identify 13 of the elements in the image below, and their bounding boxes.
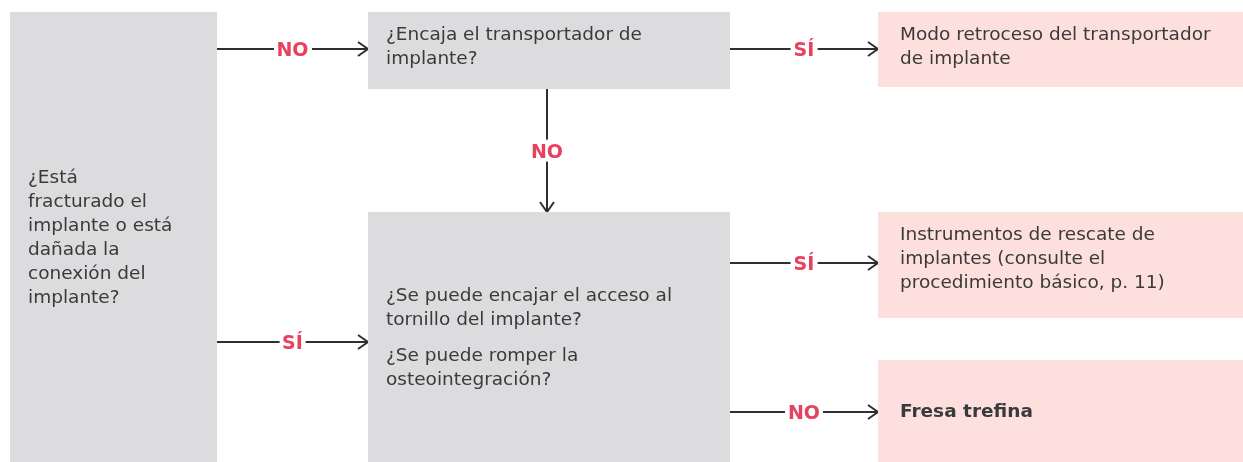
result-box bbox=[878, 212, 1243, 318]
result-box bbox=[878, 360, 1243, 462]
result-box bbox=[878, 12, 1243, 87]
box-text: Fresa trefina bbox=[900, 398, 1034, 423]
box-text: ¿Se puede romper la osteointegración? bbox=[386, 343, 580, 392]
question-box bbox=[10, 12, 217, 462]
box-text: ¿Se puede encajar el acceso al tornillo del implante? bbox=[386, 282, 674, 331]
question-box bbox=[368, 212, 730, 462]
box-text: Instrumentos de rescate de implantes (consulte el procedimiento básico, p. 11) bbox=[900, 222, 1166, 295]
box-text: ¿Encaja el transportador de implante? bbox=[386, 22, 643, 71]
box-text: Modo retroceso del transportador de implante bbox=[900, 22, 1212, 71]
box-text: ¿Está fracturado el implante o está dañada la conexión del implante? bbox=[28, 164, 174, 310]
question-box bbox=[368, 12, 730, 89]
